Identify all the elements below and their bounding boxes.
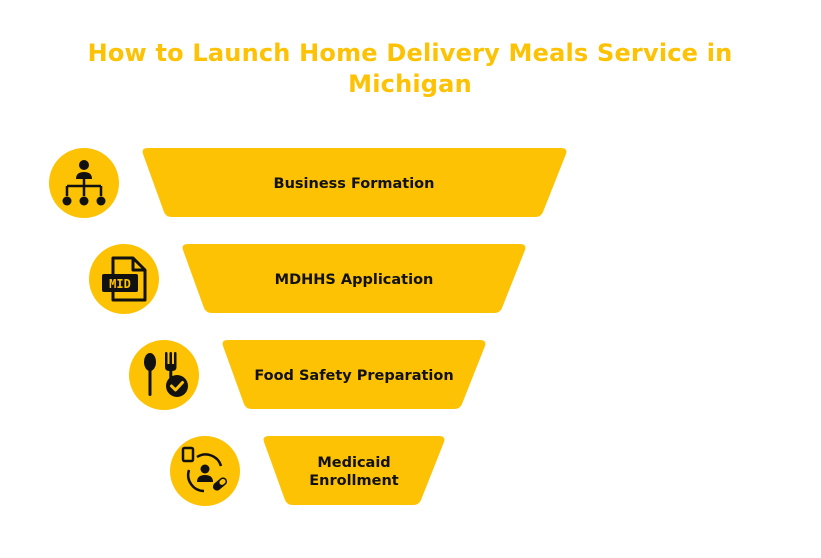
funnel-band-1 <box>142 148 567 217</box>
step-label-food-safety: Food Safety Preparation <box>254 368 454 384</box>
funnel-band-2 <box>182 244 526 313</box>
mid-document-icon: MID <box>102 256 147 302</box>
org-chart-person-icon <box>62 160 106 206</box>
step-label-business-formation: Business Formation <box>273 176 435 192</box>
svg-text:MID: MID <box>109 277 131 291</box>
page-title: How to Launch Home Delivery Meals Servic… <box>60 38 760 100</box>
step-icon-circle-1 <box>49 148 119 218</box>
step-label-medicaid-enrollment: Medicaid Enrollment <box>309 455 399 489</box>
step-icon-circle-3 <box>129 340 199 410</box>
funnel-band-3 <box>222 340 486 409</box>
step-icon-circle-4 <box>170 436 240 506</box>
step-label-mdhhs-application: MDHHS Application <box>274 272 434 288</box>
funnel-band-4 <box>263 436 445 505</box>
title-line-2: Michigan <box>348 70 472 98</box>
step-icon-circle-2: MID <box>89 244 159 314</box>
title-line-1: How to Launch Home Delivery Meals Servic… <box>87 39 733 67</box>
food-utensils-check-icon <box>144 352 188 397</box>
patient-medication-icon <box>181 446 228 493</box>
